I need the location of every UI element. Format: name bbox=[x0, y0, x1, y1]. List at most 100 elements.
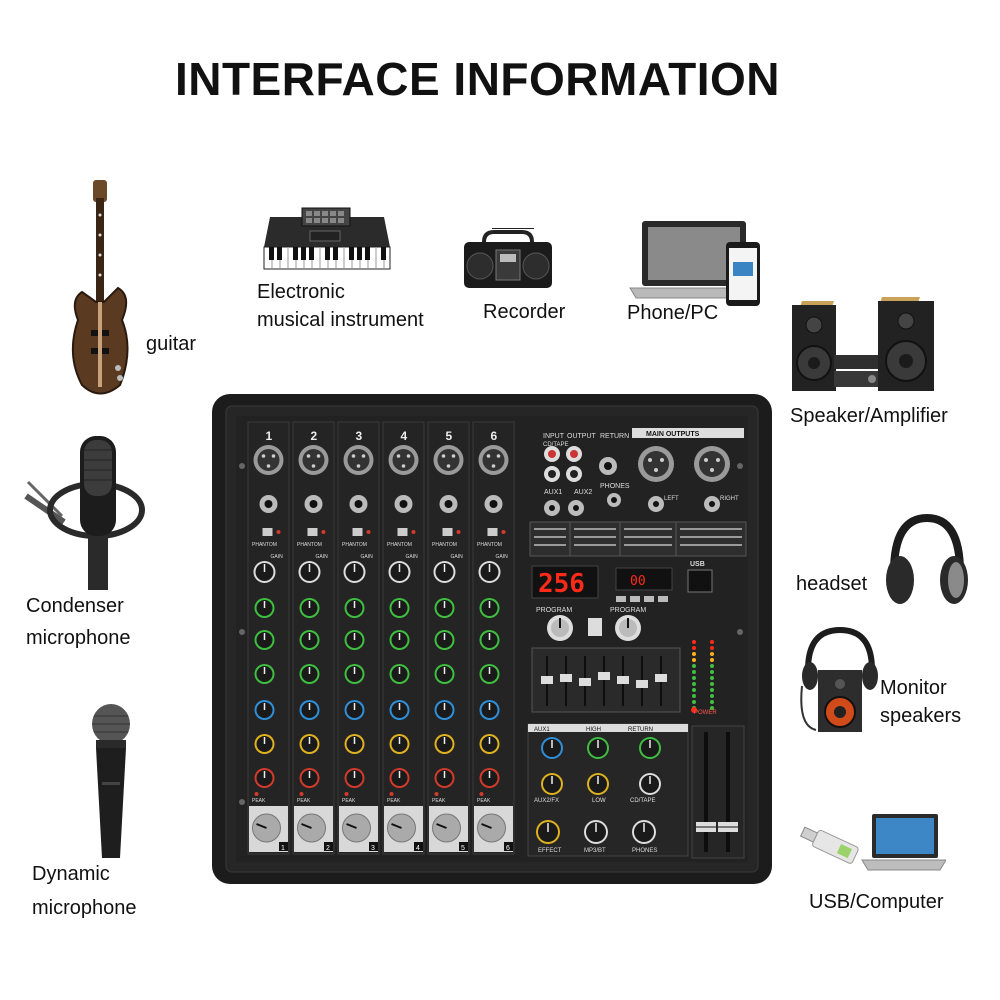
phantom-switch[interactable] bbox=[307, 528, 318, 536]
phantom-switch[interactable] bbox=[262, 528, 273, 536]
main-fader-left[interactable] bbox=[696, 822, 716, 832]
gain-knob[interactable] bbox=[343, 561, 366, 583]
channel-xlr-input[interactable] bbox=[433, 445, 464, 475]
geq-slider[interactable] bbox=[617, 676, 629, 684]
meter-led bbox=[692, 658, 696, 662]
main-fader-right[interactable] bbox=[718, 822, 738, 832]
pan-knob[interactable] bbox=[434, 768, 455, 788]
geq-slider[interactable] bbox=[541, 676, 553, 684]
gain-knob[interactable] bbox=[388, 561, 411, 583]
eq-low-knob[interactable] bbox=[344, 664, 365, 684]
eq-high-knob[interactable] bbox=[389, 598, 410, 618]
level-knob[interactable] bbox=[429, 806, 468, 852]
phantom-label: PHANTOM bbox=[297, 542, 322, 548]
aux2-knob[interactable] bbox=[434, 734, 455, 754]
aux1-knob[interactable] bbox=[299, 700, 320, 720]
channel-line-input[interactable] bbox=[439, 495, 458, 513]
eq-mid-knob[interactable] bbox=[254, 630, 275, 650]
geq-slider[interactable] bbox=[579, 678, 591, 686]
gain-knob[interactable] bbox=[298, 561, 321, 583]
channel-xlr-input[interactable] bbox=[343, 445, 374, 475]
effect-knob[interactable] bbox=[536, 820, 560, 844]
channel-line-input[interactable] bbox=[394, 495, 413, 513]
aux1-knob[interactable] bbox=[389, 700, 410, 720]
level-knob[interactable] bbox=[339, 806, 378, 852]
usb-port[interactable] bbox=[687, 569, 713, 593]
cd-tape-master-knob[interactable] bbox=[639, 773, 661, 795]
main-output-right-xlr[interactable] bbox=[694, 446, 730, 482]
phantom-switch[interactable] bbox=[487, 528, 498, 536]
gain-knob[interactable] bbox=[433, 561, 456, 583]
aux1-knob[interactable] bbox=[254, 700, 275, 720]
gain-knob[interactable] bbox=[478, 561, 501, 583]
phantom-switch[interactable] bbox=[442, 528, 453, 536]
level-knob[interactable] bbox=[384, 806, 423, 852]
phones-knob[interactable] bbox=[632, 820, 656, 844]
eq-low-knob[interactable] bbox=[479, 664, 500, 684]
program-label-2: PROGRAM bbox=[610, 607, 646, 614]
meter-led bbox=[710, 664, 714, 668]
geq-slider[interactable] bbox=[560, 674, 572, 682]
mp3-bt-knob[interactable] bbox=[584, 820, 608, 844]
pan-knob[interactable] bbox=[299, 768, 320, 788]
channel-line-input[interactable] bbox=[304, 495, 323, 513]
condenser-label-line2: microphone bbox=[26, 627, 131, 649]
return-master-knob[interactable] bbox=[639, 737, 661, 759]
meter-led bbox=[692, 670, 696, 674]
channel-line-input[interactable] bbox=[259, 495, 278, 513]
electric-guitar-icon bbox=[60, 180, 140, 410]
aux1-knob[interactable] bbox=[479, 700, 500, 720]
pan-knob[interactable] bbox=[389, 768, 410, 788]
channel-line-input[interactable] bbox=[484, 495, 503, 513]
eq-low-knob[interactable] bbox=[389, 664, 410, 684]
geq-slider[interactable] bbox=[636, 680, 648, 688]
eq-high-knob[interactable] bbox=[299, 598, 320, 618]
pan-knob[interactable] bbox=[479, 768, 500, 788]
gain-knob[interactable] bbox=[253, 561, 276, 583]
aux1-master-knob[interactable] bbox=[541, 737, 563, 759]
aux2-knob[interactable] bbox=[254, 734, 275, 754]
level-knob[interactable] bbox=[294, 806, 333, 852]
aux2-knob[interactable] bbox=[479, 734, 500, 754]
eq-low-knob[interactable] bbox=[254, 664, 275, 684]
phantom-switch[interactable] bbox=[397, 528, 408, 536]
aux1-knob[interactable] bbox=[344, 700, 365, 720]
aux2-master-knob[interactable] bbox=[541, 773, 563, 795]
low-master-knob[interactable] bbox=[587, 773, 609, 795]
level-knob[interactable] bbox=[249, 806, 288, 852]
aux2-knob[interactable] bbox=[344, 734, 365, 754]
channel-line-input[interactable] bbox=[349, 495, 368, 513]
pan-knob[interactable] bbox=[254, 768, 275, 788]
channel-xlr-input[interactable] bbox=[253, 445, 284, 475]
aux2-knob[interactable] bbox=[299, 734, 320, 754]
aux1-knob[interactable] bbox=[434, 700, 455, 720]
phantom-switch[interactable] bbox=[352, 528, 363, 536]
main-output-left-xlr[interactable] bbox=[638, 446, 674, 482]
channel-xlr-input[interactable] bbox=[478, 445, 509, 475]
eq-mid-knob[interactable] bbox=[434, 630, 455, 650]
eq-mid-knob[interactable] bbox=[389, 630, 410, 650]
channel-xlr-input[interactable] bbox=[298, 445, 329, 475]
program-knob[interactable] bbox=[547, 615, 573, 641]
eq-high-knob[interactable] bbox=[344, 598, 365, 618]
eq-low-knob[interactable] bbox=[299, 664, 320, 684]
level-knob[interactable] bbox=[474, 806, 513, 852]
channel-xlr-input[interactable] bbox=[388, 445, 419, 475]
aux2-knob[interactable] bbox=[389, 734, 410, 754]
channel-number-badge: 3 bbox=[371, 845, 375, 852]
eq-high-knob[interactable] bbox=[254, 598, 275, 618]
geq-slider[interactable] bbox=[598, 672, 610, 680]
eq-high-knob[interactable] bbox=[434, 598, 455, 618]
eq-low-knob[interactable] bbox=[434, 664, 455, 684]
eq-mid-knob[interactable] bbox=[299, 630, 320, 650]
eq-mid-knob[interactable] bbox=[479, 630, 500, 650]
program-knob-2[interactable] bbox=[615, 615, 641, 641]
eq-mid-knob[interactable] bbox=[344, 630, 365, 650]
eq-high-knob[interactable] bbox=[479, 598, 500, 618]
high-master-knob[interactable] bbox=[587, 737, 609, 759]
geq-slider[interactable] bbox=[655, 674, 667, 682]
meter-led bbox=[692, 694, 696, 698]
rca-jacks[interactable] bbox=[544, 446, 582, 482]
pan-knob[interactable] bbox=[344, 768, 365, 788]
